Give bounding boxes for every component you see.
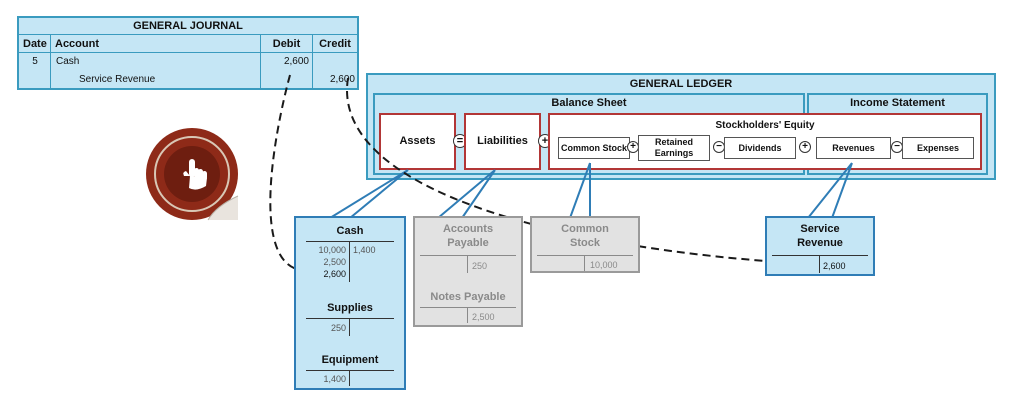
service-revenue-t-account: Service Revenue 2,600	[765, 216, 875, 276]
cash-title: Cash	[336, 225, 364, 237]
journal-credit-cell: 2,600	[329, 74, 355, 85]
t-line	[819, 255, 820, 273]
journal-divider	[50, 53, 51, 90]
journal-col-account: Account	[51, 35, 261, 53]
journal-col-credit: Credit	[313, 35, 357, 53]
general-ledger: GENERAL LEDGER Balance Sheet Income Stat…	[366, 73, 996, 180]
notes-payable-title: Notes Payable	[430, 291, 506, 303]
liabilities-box: Liabilities	[464, 113, 541, 170]
expenses-label: Expenses	[916, 142, 960, 153]
dividends-box: Dividends	[724, 137, 796, 159]
stockholders-equity-label: Stockholders' Equity	[715, 120, 815, 131]
notes-payable-credit: 2,500	[472, 312, 495, 322]
common-stock-title: Common	[561, 223, 609, 235]
accounts-payable-credit: 250	[472, 261, 488, 271]
common-stock-connector	[569, 162, 591, 219]
cash-debit: 2,500	[323, 257, 346, 267]
credit-arrow	[346, 77, 811, 265]
common-stock-t-account: Common Stock 10,000	[530, 216, 640, 273]
equals-icon: =	[453, 134, 467, 148]
assets-t-accounts: Cash 10,000 2,500 2,600 1,400 Supplies 2…	[294, 216, 406, 390]
liabilities-connector	[437, 169, 496, 219]
journal-col-debit: Debit	[261, 35, 313, 53]
journal-title: GENERAL JOURNAL	[19, 18, 357, 35]
journal-debit-cell: 2,600	[283, 56, 309, 67]
t-line	[306, 370, 394, 371]
journal-account-cell: Cash	[56, 56, 80, 67]
service-revenue-credit: 2,600	[823, 261, 846, 271]
expenses-box: Expenses	[902, 137, 974, 159]
common-stock-credit: 10,000	[590, 260, 618, 270]
t-line	[306, 241, 394, 242]
assets-connector	[329, 169, 409, 219]
liabilities-label: Liabilities	[477, 135, 528, 147]
supplies-debit: 250	[330, 323, 346, 333]
accounts-payable-title: Accounts	[442, 223, 494, 235]
revenues-label: Revenues	[832, 142, 875, 153]
t-line	[349, 241, 350, 282]
journal-divider	[260, 53, 261, 90]
common-stock-title: Stock	[570, 237, 600, 249]
accounts-payable-title: Payable	[447, 237, 489, 249]
balance-sheet-title: Balance Sheet	[551, 97, 627, 109]
cash-credit: 1,400	[353, 245, 376, 255]
hand-pointer-icon[interactable]	[144, 126, 240, 222]
journal-date-cell: 5	[32, 56, 38, 67]
t-line	[420, 307, 516, 308]
service-revenue-title: Revenue	[797, 237, 843, 249]
t-line	[467, 307, 468, 323]
hand-pointer-icon-graphic	[146, 128, 239, 221]
t-line	[772, 255, 868, 256]
plus-icon: +	[799, 141, 811, 153]
journal-divider	[312, 53, 313, 90]
common-stock-label: Common Stock	[560, 142, 627, 153]
t-line	[349, 318, 350, 336]
t-line	[349, 370, 350, 386]
t-line	[306, 318, 394, 319]
journal-col-date: Date	[19, 35, 51, 53]
journal-account-cell: Service Revenue	[79, 74, 156, 85]
retained-earnings-label: Earnings	[654, 148, 694, 158]
t-line	[467, 255, 468, 273]
retained-earnings-box: Retained Earnings	[638, 135, 710, 161]
service-revenue-title: Service	[800, 223, 840, 235]
dividends-label: Dividends	[738, 142, 782, 153]
income-statement-title: Income Statement	[850, 97, 945, 109]
t-line	[420, 255, 516, 256]
assets-label: Assets	[399, 135, 436, 147]
equipment-debit: 1,400	[323, 374, 346, 384]
retained-earnings-label: Retained	[654, 137, 693, 147]
supplies-title: Supplies	[327, 302, 373, 314]
liabilities-t-accounts: Accounts Payable 250 Notes Payable 2,500	[413, 216, 523, 327]
assets-box: Assets	[379, 113, 456, 170]
ledger-title: GENERAL LEDGER	[629, 78, 733, 90]
cash-debit: 2,600	[323, 269, 346, 279]
t-line	[537, 255, 633, 256]
revenues-box: Revenues	[816, 137, 891, 159]
t-line	[584, 255, 585, 271]
revenues-connector	[807, 162, 853, 219]
equipment-title: Equipment	[321, 354, 379, 366]
general-journal: GENERAL JOURNAL Date Account Debit Credi…	[17, 16, 359, 90]
cash-debit: 10,000	[318, 245, 346, 255]
